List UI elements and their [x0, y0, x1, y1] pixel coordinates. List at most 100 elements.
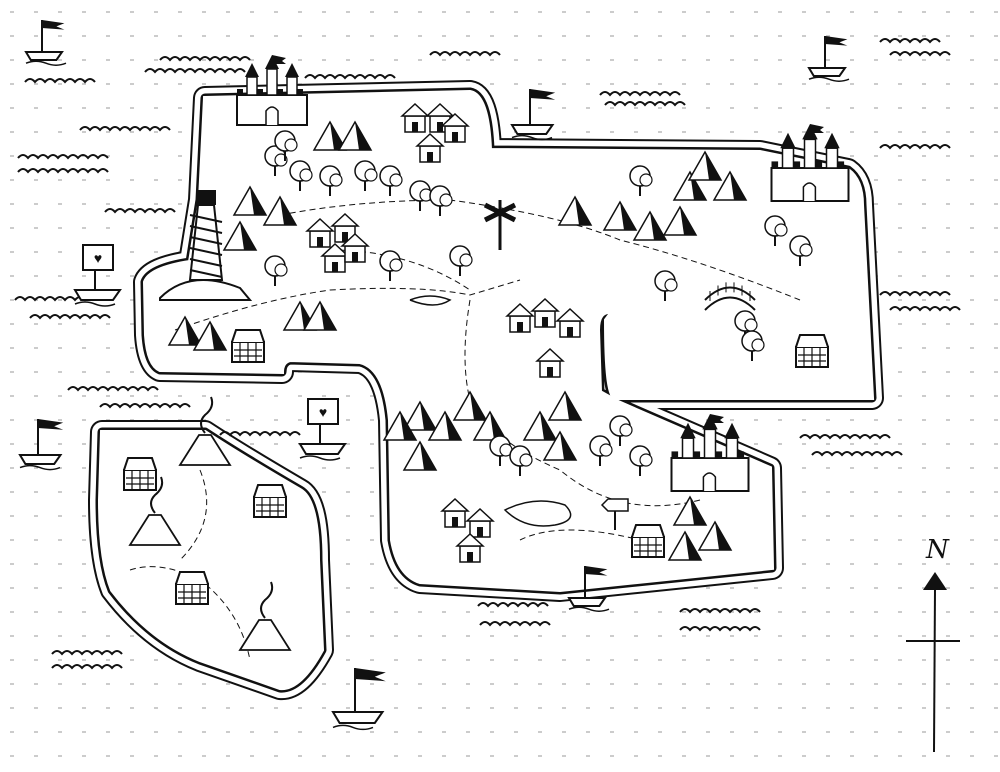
tree: [654, 270, 678, 301]
smoke: [150, 476, 164, 514]
map-features: ♥♥: [14, 20, 961, 731]
house: [505, 302, 535, 333]
mountain: [632, 210, 668, 241]
mountain: [402, 400, 438, 431]
water-waves: [29, 314, 111, 320]
treasure-chest-icon: [631, 524, 665, 558]
compass-vertical-line: [933, 587, 936, 753]
mountain: [232, 185, 268, 216]
castle: [670, 414, 750, 492]
pennant-flag-icon: [42, 20, 65, 30]
mountain: [262, 195, 298, 226]
tree: [509, 445, 533, 476]
water-waves: [599, 91, 681, 97]
tree: [589, 435, 613, 466]
water-waves: [429, 51, 501, 57]
house: [555, 307, 585, 338]
tree: [764, 215, 788, 246]
tree: [289, 160, 313, 191]
tree: [319, 165, 343, 196]
small-island: [88, 420, 334, 700]
smoke: [260, 581, 274, 619]
water-waves: [889, 51, 951, 57]
water-waves: [17, 168, 109, 174]
mountain: [672, 495, 708, 526]
mountain: [192, 320, 228, 351]
mountain: [402, 440, 438, 471]
mountain: [662, 205, 698, 236]
water-waves: [479, 621, 551, 627]
water-waves: [17, 154, 109, 160]
tree: [789, 235, 813, 266]
sail-flag-icon: [82, 244, 114, 271]
tree: [379, 250, 403, 281]
mountain: [687, 150, 723, 181]
tree: [489, 435, 513, 466]
signpost-crossroads-icon: [483, 200, 517, 250]
sailboat: [24, 20, 67, 66]
volcano: [128, 476, 182, 546]
tree: [629, 165, 653, 196]
mountain: [167, 315, 203, 346]
water-waves: [159, 56, 251, 62]
sailboat: [567, 566, 610, 612]
water-waves: [304, 74, 396, 80]
pennant-flag-icon: [38, 419, 64, 430]
pennant-flag-icon: [355, 668, 386, 682]
sailboat: ♥: [298, 398, 347, 461]
water-waves: [879, 144, 951, 150]
house: [530, 297, 560, 328]
dashed-trail: [279, 199, 801, 301]
castle: [236, 55, 308, 126]
house: [415, 132, 445, 163]
heart-icon: ♥: [94, 252, 102, 267]
tree: [741, 330, 765, 361]
rocks: [159, 279, 253, 301]
sailboat: [331, 668, 386, 731]
tree: [429, 185, 453, 216]
tree: [734, 310, 758, 341]
water-waves: [51, 650, 123, 656]
tree: [629, 445, 653, 476]
house: [455, 532, 485, 563]
pond: [409, 295, 572, 527]
mountain: [337, 120, 373, 151]
mountain: [522, 410, 558, 441]
water-waves: [889, 306, 961, 312]
mountain: [602, 200, 638, 231]
bridge: [704, 282, 756, 311]
water-waves: [879, 291, 951, 297]
pennant-flag-icon: [825, 36, 848, 46]
tree: [274, 130, 298, 161]
sailboat: [510, 89, 556, 141]
mountain: [427, 410, 463, 441]
tree: [264, 145, 288, 176]
house: [465, 507, 495, 538]
smoke: [200, 396, 214, 434]
mountain: [667, 530, 703, 561]
tree: [379, 165, 403, 196]
water-waves: [219, 431, 301, 437]
treasure-chest-icon: [795, 334, 829, 368]
pennant-flag-icon: [585, 566, 608, 576]
mountain: [547, 390, 583, 421]
tree: [449, 245, 473, 276]
compass-rose: N: [906, 535, 960, 753]
dashed-trail: [329, 249, 471, 291]
volcano: [238, 581, 292, 651]
house: [340, 232, 370, 263]
mountain: [672, 170, 708, 201]
tree: [609, 415, 633, 446]
mountain: [542, 430, 578, 461]
mountain: [712, 170, 748, 201]
water-waves: [79, 126, 171, 132]
house: [320, 242, 350, 273]
treasure-chest-icon: [123, 457, 157, 491]
water-waves: [811, 451, 903, 457]
water-waves: [799, 434, 891, 440]
water-waves: [477, 602, 549, 608]
water-waves: [604, 101, 686, 107]
mountain: [472, 410, 508, 441]
water-waves: [879, 38, 941, 44]
